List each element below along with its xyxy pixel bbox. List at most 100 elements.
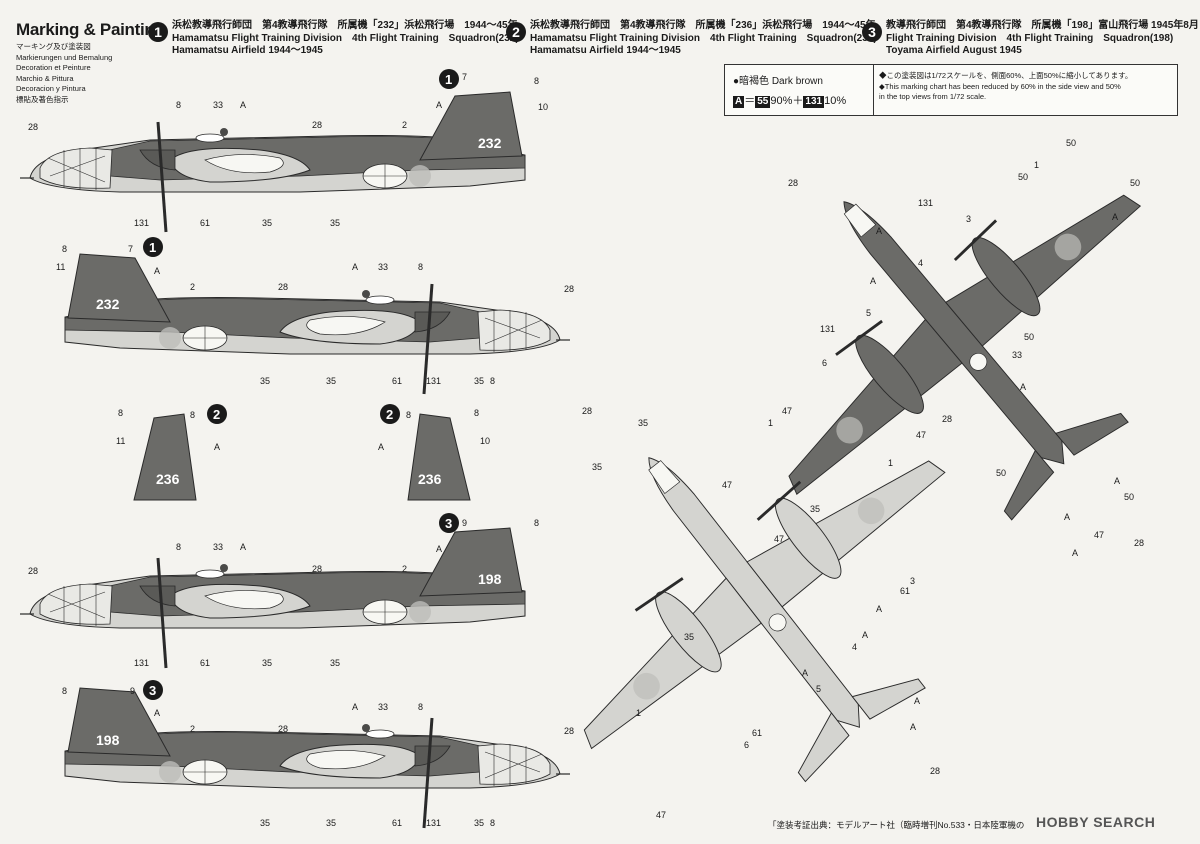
callout-label: 50 bbox=[1124, 492, 1134, 502]
callout-label: A bbox=[240, 542, 246, 552]
scheme-badge-3-mid: 3 bbox=[143, 680, 163, 700]
callout-label: 1 bbox=[888, 458, 893, 468]
callout-label: A bbox=[378, 442, 384, 452]
callout-label: 35 bbox=[260, 818, 270, 828]
callout-label: 2 bbox=[402, 564, 407, 574]
callout-label: 35 bbox=[262, 218, 272, 228]
callout-label: 8 bbox=[490, 818, 495, 828]
callout-label: 47 bbox=[722, 480, 732, 490]
callout-label: 9 bbox=[462, 518, 467, 528]
tail-number-236-left: 236 bbox=[156, 471, 180, 487]
callout-label: A bbox=[1112, 212, 1118, 222]
callout-label: A bbox=[876, 604, 882, 614]
side-view-1-right bbox=[63, 252, 572, 396]
callout-label: 50 bbox=[1018, 172, 1028, 182]
callout-label: 3 bbox=[910, 576, 915, 586]
callout-label: 8 bbox=[418, 262, 423, 272]
callout-label: 35 bbox=[638, 418, 648, 428]
tail-number-198-left: 198 bbox=[478, 571, 502, 587]
scheme-1-header: 1 浜松教導飛行師団 第4教導飛行隊 所属機「232」浜松飛行場 1944～45… bbox=[148, 20, 519, 58]
callout-label: 28 bbox=[564, 284, 574, 294]
callout-label: A bbox=[862, 630, 868, 640]
callout-label: 11 bbox=[116, 436, 125, 446]
callout-label: 131 bbox=[134, 658, 149, 668]
callout-label: 4 bbox=[852, 642, 857, 652]
callout-label: 61 bbox=[752, 728, 762, 738]
callout-label: 2 bbox=[190, 282, 195, 292]
source-credit: 「塗装考証出典：モデルアート社（臨時増刊No.533・日本陸軍機の bbox=[768, 820, 1025, 830]
callout-label: 6 bbox=[822, 358, 827, 368]
callout-label: 8 bbox=[406, 410, 411, 420]
callout-label: 28 bbox=[930, 766, 940, 776]
callout-label: 47 bbox=[774, 534, 784, 544]
callout-label: A bbox=[436, 544, 442, 554]
svg-text:1: 1 bbox=[445, 72, 452, 87]
callout-label: 47 bbox=[1094, 530, 1104, 540]
callout-label: 6 bbox=[744, 740, 749, 750]
callout-label: 33 bbox=[378, 702, 388, 712]
callout-label: 28 bbox=[28, 122, 38, 132]
callout-label: 50 bbox=[1130, 178, 1140, 188]
svg-text:3: 3 bbox=[445, 516, 452, 531]
callout-label: 7 bbox=[462, 72, 467, 82]
callout-label: A bbox=[154, 266, 160, 276]
callout-label: 3 bbox=[966, 214, 971, 224]
callout-label: 28 bbox=[942, 414, 952, 424]
callout-label: 33 bbox=[213, 100, 223, 110]
callout-label: 28 bbox=[312, 564, 322, 574]
callout-label: 8 bbox=[474, 408, 479, 418]
callout-label: 35 bbox=[474, 818, 484, 828]
callout-label: 35 bbox=[592, 462, 602, 472]
callout-label: 50 bbox=[1024, 332, 1034, 342]
svg-text:2: 2 bbox=[213, 407, 220, 422]
callout-label: 11 bbox=[56, 262, 65, 272]
callout-label: A bbox=[1064, 512, 1070, 522]
scheme-badge-1-mid: 1 bbox=[143, 237, 163, 257]
callout-label: A bbox=[1072, 548, 1078, 558]
callout-label: A bbox=[876, 226, 882, 236]
side-view-1-left bbox=[18, 90, 527, 234]
callout-label: 131 bbox=[426, 818, 441, 828]
callout-label: 28 bbox=[312, 120, 322, 130]
callout-label: 47 bbox=[782, 406, 792, 416]
callout-label: 28 bbox=[28, 566, 38, 576]
callout-label: 5 bbox=[816, 684, 821, 694]
scheme-number-badge: 2 bbox=[506, 22, 526, 42]
callout-label: 131 bbox=[426, 376, 441, 386]
scheme-number-badge: 1 bbox=[148, 22, 168, 42]
callout-label: 35 bbox=[326, 376, 336, 386]
callout-label: 33 bbox=[213, 542, 223, 552]
callout-label: 61 bbox=[900, 586, 910, 596]
callout-label: 61 bbox=[200, 218, 210, 228]
callout-label: 28 bbox=[278, 282, 288, 292]
scale-note: ◆この塗装図は1/72スケールを、側面60%、上面50%に縮小してあります。 ◆… bbox=[879, 71, 1133, 101]
top-view-lower bbox=[470, 318, 1044, 844]
callout-label: 33 bbox=[1012, 350, 1022, 360]
callout-label: 7 bbox=[128, 244, 133, 254]
tail-number-232-left: 232 bbox=[478, 135, 502, 151]
svg-text:1: 1 bbox=[149, 240, 156, 255]
callout-label: 28 bbox=[788, 178, 798, 188]
callout-label: A bbox=[352, 702, 358, 712]
tail-number-236-right: 236 bbox=[418, 471, 442, 487]
callout-label: 28 bbox=[564, 726, 574, 736]
callout-label: A bbox=[1114, 476, 1120, 486]
scheme-badge-2-right: 2 bbox=[380, 404, 400, 424]
callout-label: A bbox=[1020, 382, 1026, 392]
tail-fin-2-left bbox=[133, 413, 197, 501]
callout-label: 47 bbox=[916, 430, 926, 440]
callout-label: 35 bbox=[326, 818, 336, 828]
callout-label: 61 bbox=[392, 818, 402, 828]
callout-label: A bbox=[914, 696, 920, 706]
callout-label: A bbox=[802, 668, 808, 678]
callout-label: A bbox=[154, 708, 160, 718]
callout-label: 8 bbox=[490, 376, 495, 386]
callout-label: 2 bbox=[402, 120, 407, 130]
tail-fin-2-right bbox=[407, 413, 471, 501]
top-view-upper bbox=[670, 56, 1200, 617]
scheme-2-header: 2 浜松教導飛行師団 第4教導飛行隊 所属機「236」浜松飛行場 1944～45… bbox=[506, 20, 877, 58]
side-view-3-left bbox=[18, 526, 527, 670]
callout-label: 47 bbox=[656, 810, 666, 820]
callout-label: 1 bbox=[768, 418, 773, 428]
